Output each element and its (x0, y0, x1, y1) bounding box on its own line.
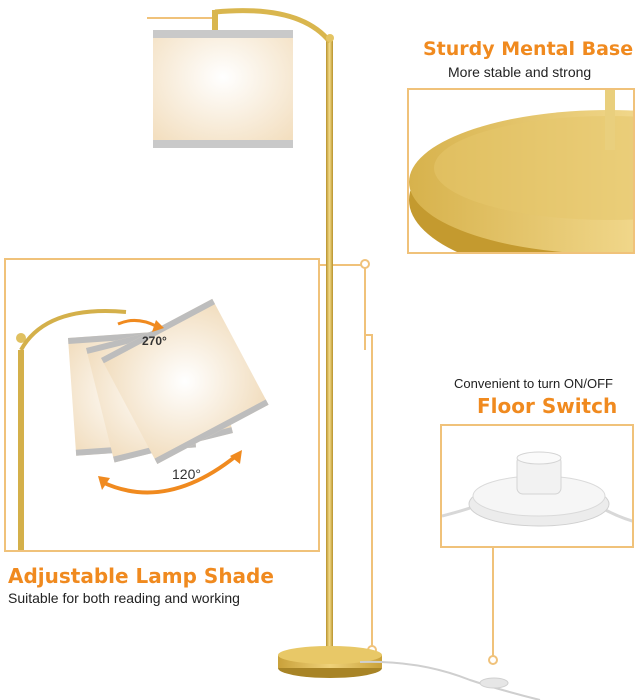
switch-title: Floor Switch (477, 394, 618, 418)
switch-detail-frame (440, 424, 634, 548)
shade-subtitle: Suitable for both reading and working (8, 590, 240, 606)
connector-dot (488, 655, 498, 665)
angle-270-label: 270° (142, 334, 167, 348)
base-title: Sturdy Mental Base (423, 38, 634, 60)
switch-caption: Convenient to turn ON/OFF (454, 376, 613, 391)
rotate-270-arrow-icon (117, 319, 157, 328)
base-detail-frame (407, 88, 635, 254)
shade-detail-frame: 270° 120° (4, 258, 320, 552)
connector-dot (360, 259, 370, 269)
floor-switch-image (442, 451, 632, 527)
angle-120-label: 120° (172, 466, 201, 482)
base-closeup-image (409, 90, 633, 252)
base-subtitle: More stable and strong (448, 64, 592, 80)
shade-title: Adjustable Lamp Shade (8, 564, 274, 588)
lamp-shade (153, 30, 293, 148)
adjustable-shade-image (16, 298, 269, 550)
rotate-120-arrow-icon (101, 454, 238, 495)
